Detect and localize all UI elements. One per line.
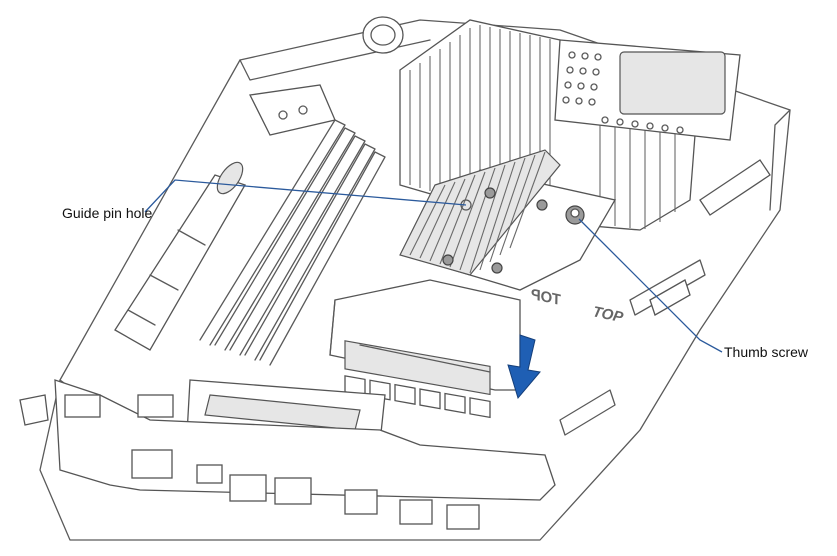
capacitor bbox=[362, 16, 404, 54]
card-screw bbox=[442, 254, 454, 266]
card-screw bbox=[491, 262, 503, 274]
card-screw bbox=[484, 187, 496, 199]
cpu-socket bbox=[554, 39, 741, 141]
front-io-panel bbox=[19, 379, 556, 530]
board-markings: TOP TOP bbox=[528, 286, 625, 327]
rj45-port bbox=[274, 477, 312, 505]
battery-pack bbox=[114, 161, 246, 351]
board-marking-top-mirrored: TOP bbox=[528, 286, 562, 309]
rj45-port bbox=[399, 499, 433, 525]
guide-pin-hole-leader bbox=[144, 179, 467, 213]
socket-pads bbox=[562, 51, 684, 134]
right-rails bbox=[559, 159, 771, 436]
insertion-arrow bbox=[507, 334, 541, 400]
network-card-module bbox=[329, 149, 617, 419]
callout-leaders bbox=[144, 179, 723, 353]
rj45-port bbox=[446, 504, 480, 530]
port bbox=[131, 449, 173, 479]
rj45-port bbox=[344, 489, 378, 515]
port bbox=[137, 394, 174, 418]
left-bracket bbox=[249, 84, 336, 136]
usb-port bbox=[196, 464, 223, 484]
board-marking-top: TOP bbox=[591, 303, 625, 326]
guide-pin-hole-label: Guide pin hole bbox=[62, 205, 153, 221]
card-screw bbox=[536, 199, 548, 211]
sfp-cages bbox=[344, 340, 491, 419]
rj45-port bbox=[229, 474, 267, 502]
thumb-screw-leader bbox=[578, 218, 723, 353]
memory-slots bbox=[199, 119, 386, 366]
thumb-screw-label: Thumb screw bbox=[724, 344, 809, 360]
port bbox=[64, 394, 101, 418]
